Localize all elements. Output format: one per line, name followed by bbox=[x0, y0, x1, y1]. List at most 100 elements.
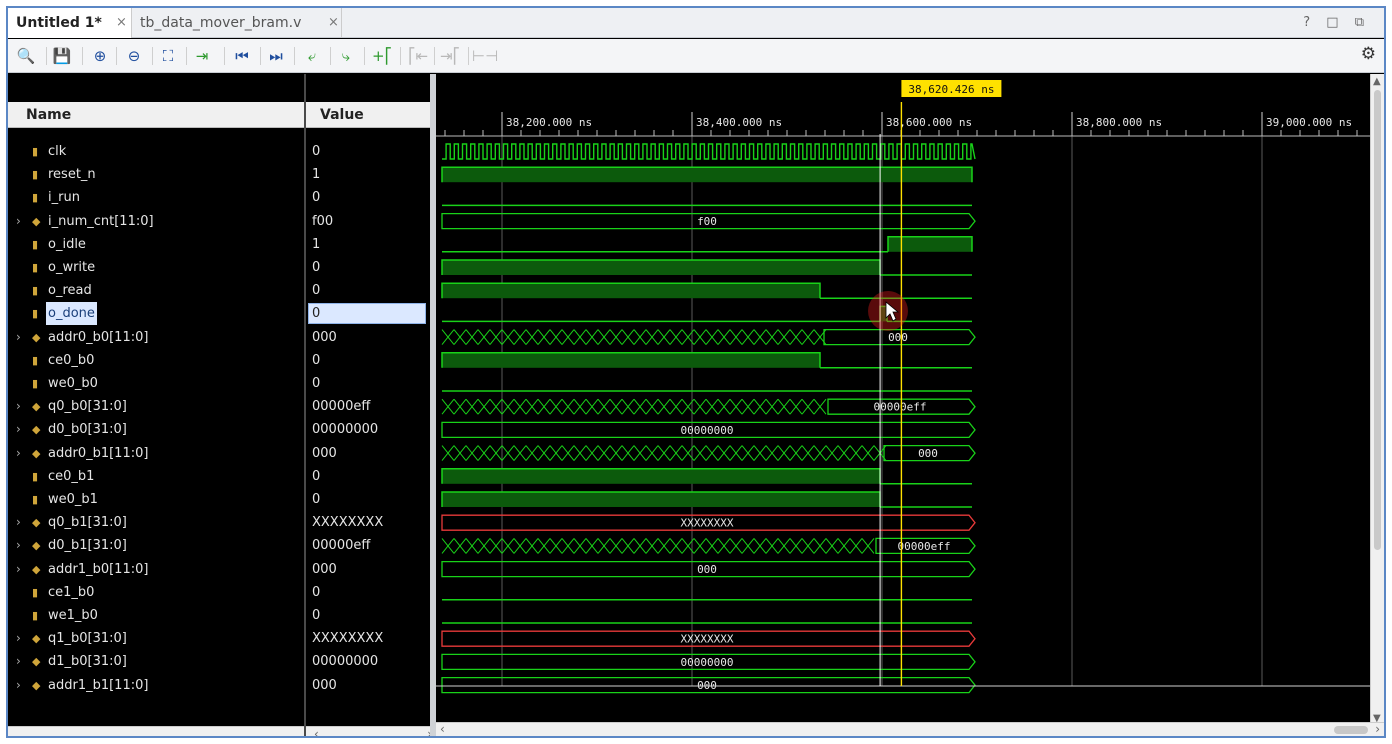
signal-value-row[interactable]: 00000000 bbox=[306, 418, 430, 441]
close-icon[interactable]: × bbox=[328, 15, 339, 30]
signal-row[interactable]: ›◆d0_b0[31:0] bbox=[8, 418, 304, 441]
column-divider[interactable] bbox=[304, 74, 306, 736]
gear-icon[interactable]: ⚙ bbox=[1360, 44, 1376, 64]
previous-transition-icon[interactable]: ⤶ bbox=[307, 47, 317, 65]
zoom-in-icon[interactable]: ⊕ bbox=[93, 47, 107, 65]
wire-signal-icon: ▮ bbox=[32, 237, 39, 251]
toolbar-separator bbox=[224, 47, 225, 65]
signal-value-row[interactable]: 0 bbox=[306, 604, 430, 627]
expand-chevron-icon[interactable]: › bbox=[16, 445, 21, 460]
expand-chevron-icon[interactable]: › bbox=[16, 677, 21, 692]
signal-value-row[interactable]: 0 bbox=[306, 256, 430, 279]
signal-row[interactable]: ›◆addr0_b0[11:0] bbox=[8, 326, 304, 349]
signal-row[interactable]: ›◆q0_b1[31:0] bbox=[8, 511, 304, 534]
signal-value-row[interactable]: 00000eff bbox=[306, 534, 430, 557]
signal-row[interactable]: ▮reset_n bbox=[8, 163, 304, 186]
signal-row[interactable]: ▮ce1_b0 bbox=[8, 581, 304, 604]
bus-transition bbox=[813, 398, 827, 415]
previous-marker-icon[interactable]: ⎡⇤ bbox=[407, 47, 429, 65]
expand-chevron-icon[interactable]: › bbox=[16, 538, 21, 553]
bus-transition bbox=[741, 538, 755, 554]
signal-value-row[interactable]: 0 bbox=[306, 581, 430, 604]
signal-row[interactable]: ›◆addr1_b1[11:0] bbox=[8, 674, 304, 697]
signal-value-row[interactable]: 000 bbox=[306, 442, 430, 465]
signal-row[interactable]: ▮ce0_b0 bbox=[8, 349, 304, 372]
window-controls[interactable]: ? □ ⧉ bbox=[1303, 15, 1370, 30]
save-icon[interactable]: 💾 bbox=[52, 47, 72, 65]
signal-value-row[interactable]: 0 bbox=[306, 465, 430, 488]
signal-value-row[interactable]: 0 bbox=[306, 140, 430, 163]
go-to-cursor-icon[interactable]: ⇥ bbox=[195, 47, 209, 65]
expand-chevron-icon[interactable]: › bbox=[16, 654, 21, 669]
signal-value-row[interactable]: 0 bbox=[306, 279, 430, 302]
name-column-scrollbar[interactable] bbox=[8, 726, 304, 736]
expand-chevron-icon[interactable]: › bbox=[16, 561, 21, 576]
signal-value-row[interactable]: 0 bbox=[306, 186, 430, 209]
signal-value-row[interactable]: 000 bbox=[306, 326, 430, 349]
signal-row[interactable]: ▮ce0_b1 bbox=[8, 465, 304, 488]
bus-value-label: 00000000 bbox=[681, 424, 734, 437]
bus-transition bbox=[681, 329, 695, 345]
signal-row[interactable]: ▮we1_b0 bbox=[8, 604, 304, 627]
add-marker-icon[interactable]: +⎡ bbox=[371, 47, 393, 65]
signal-value-row[interactable]: 0 bbox=[306, 488, 430, 511]
signal-value-row[interactable]: 00000000 bbox=[306, 650, 430, 673]
expand-chevron-icon[interactable]: › bbox=[16, 399, 21, 414]
signal-value-row[interactable]: 1 bbox=[306, 163, 430, 186]
bus-transition bbox=[501, 445, 515, 461]
signal-row[interactable]: ▮o_done bbox=[8, 302, 304, 326]
signal-row[interactable]: ▮we0_b0 bbox=[8, 372, 304, 395]
expand-chevron-icon[interactable]: › bbox=[16, 422, 21, 437]
value-column-scrollbar[interactable]: ‹› bbox=[306, 726, 432, 736]
vertical-scrollbar[interactable]: ▲▼ bbox=[1370, 74, 1384, 726]
signal-row[interactable]: ›◆addr1_b0[11:0] bbox=[8, 558, 304, 581]
signal-row[interactable]: ▮o_read bbox=[8, 279, 304, 302]
signal-row[interactable]: ›◆addr0_b1[11:0] bbox=[8, 442, 304, 465]
expand-chevron-icon[interactable]: › bbox=[16, 213, 21, 228]
value-column-header[interactable]: Value bbox=[306, 102, 430, 128]
close-icon[interactable]: × bbox=[116, 15, 127, 30]
signal-value-row[interactable]: 1 bbox=[306, 233, 430, 256]
signal-value-row[interactable]: 0 bbox=[306, 349, 430, 372]
signal-value-row[interactable]: 0 bbox=[306, 302, 430, 325]
zoom-fit-icon[interactable]: ⛶ bbox=[162, 47, 174, 65]
signal-row[interactable]: ▮we0_b1 bbox=[8, 488, 304, 511]
horizontal-scrollbar[interactable]: ‹› bbox=[436, 722, 1384, 736]
go-to-last-time-icon[interactable]: ⏭ bbox=[269, 47, 283, 65]
expand-chevron-icon[interactable]: › bbox=[16, 631, 21, 646]
signal-value-row[interactable]: XXXXXXXX bbox=[306, 627, 430, 650]
expand-chevron-icon[interactable]: › bbox=[16, 329, 21, 344]
search-icon[interactable]: 🔍 bbox=[16, 47, 36, 65]
signal-row[interactable]: ›◆d0_b1[31:0] bbox=[8, 534, 304, 557]
bus-transition bbox=[489, 398, 503, 415]
signal-value-row[interactable]: 00000eff bbox=[306, 395, 430, 418]
signal-row[interactable]: ›◆q0_b0[31:0] bbox=[8, 395, 304, 418]
go-to-time-0-icon[interactable]: ⏮ bbox=[235, 47, 249, 65]
swap-cursors-icon[interactable]: ⊢⊣ bbox=[472, 47, 499, 65]
zoom-out-icon[interactable]: ⊖ bbox=[127, 47, 141, 65]
bus-transition bbox=[597, 398, 611, 415]
next-marker-icon[interactable]: ⇥⎡ bbox=[439, 47, 461, 65]
bus-transition bbox=[741, 445, 755, 461]
expand-chevron-icon[interactable]: › bbox=[16, 515, 21, 530]
signal-row[interactable]: ▮clk bbox=[8, 140, 304, 163]
signal-value-row[interactable]: 0 bbox=[306, 372, 430, 395]
signal-value-row[interactable]: 000 bbox=[306, 558, 430, 581]
signal-row[interactable]: ▮o_idle bbox=[8, 233, 304, 256]
next-transition-icon[interactable]: ⤷ bbox=[341, 47, 351, 65]
tab-untitled-1[interactable]: Untitled 1* × bbox=[8, 8, 132, 38]
signal-row[interactable]: ›◆d1_b0[31:0] bbox=[8, 650, 304, 673]
signal-value-row[interactable]: 000 bbox=[306, 674, 430, 697]
signal-value-row[interactable]: XXXXXXXX bbox=[306, 511, 430, 534]
tab-tb-data-mover-bram[interactable]: tb_data_mover_bram.v × bbox=[132, 8, 342, 38]
signal-value: XXXXXXXX bbox=[312, 515, 384, 531]
signal-row[interactable]: ▮i_run bbox=[8, 186, 304, 209]
name-column-header[interactable]: Name bbox=[8, 102, 304, 128]
signal-row[interactable]: ›◆i_num_cnt[11:0] bbox=[8, 210, 304, 233]
signal-row[interactable]: ›◆q1_b0[31:0] bbox=[8, 627, 304, 650]
pane-divider[interactable] bbox=[430, 74, 436, 736]
signal-value-row[interactable]: f00 bbox=[306, 210, 430, 233]
signal-row[interactable]: ▮o_write bbox=[8, 256, 304, 279]
